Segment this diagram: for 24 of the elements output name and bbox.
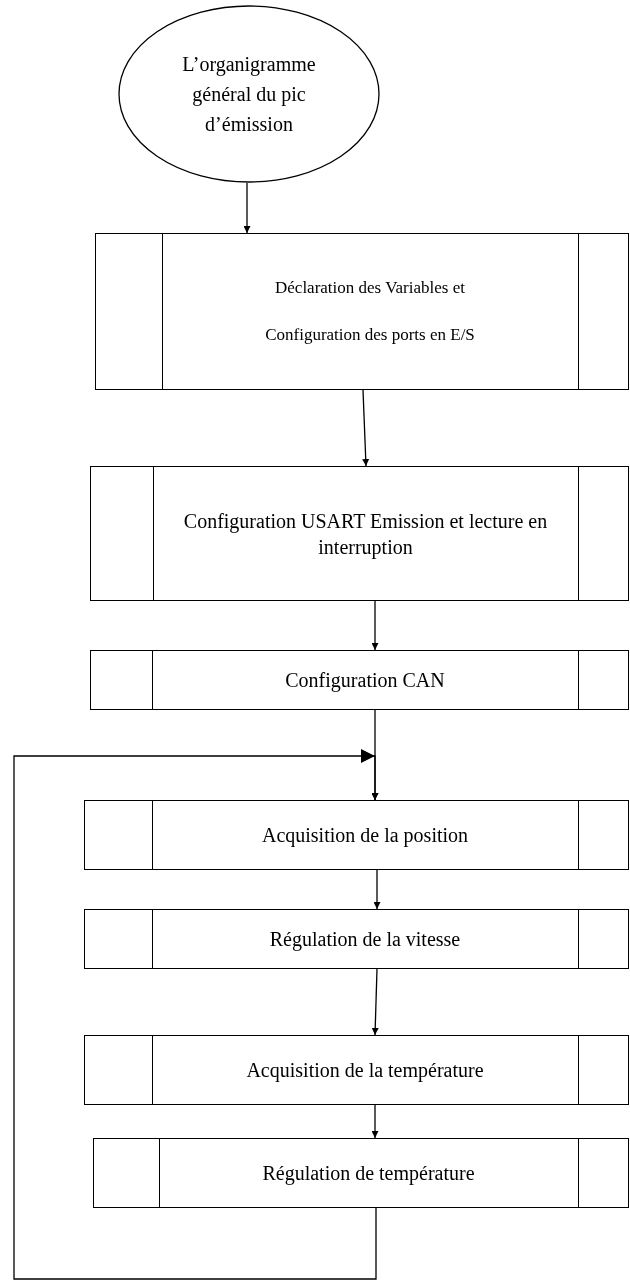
arrow — [371, 1104, 379, 1139]
arrow — [373, 869, 381, 910]
arrow — [371, 968, 379, 1036]
process-label: Configuration USART Emission et lecture en interruption — [182, 508, 549, 560]
predefined-process-box — [95, 233, 629, 390]
arrow — [362, 389, 370, 467]
predefined-process-box — [84, 1035, 629, 1105]
process-label: Régulation de température — [261, 1161, 476, 1186]
predefined-process-box — [93, 1138, 629, 1208]
process-label: Configuration CAN — [284, 668, 446, 693]
process-label: Configuration des ports en E/S — [264, 323, 476, 346]
arrow — [243, 182, 251, 234]
predefined-process-box — [84, 909, 629, 969]
arrow — [371, 600, 379, 651]
process-label: Acquisition de la température — [245, 1058, 485, 1083]
node-text: L’organigramme général du pic d’émission — [181, 52, 317, 137]
loop-back-arrow — [13, 749, 379, 1280]
process-label: Régulation de la vitesse — [268, 927, 462, 952]
predefined-process-box — [90, 466, 629, 601]
process-label: Acquisition de la position — [260, 823, 470, 848]
predefined-process-box — [84, 800, 629, 870]
process-label: Déclaration des Variables et — [274, 277, 466, 300]
start-ellipse — [118, 5, 380, 183]
predefined-process-box — [90, 650, 629, 710]
